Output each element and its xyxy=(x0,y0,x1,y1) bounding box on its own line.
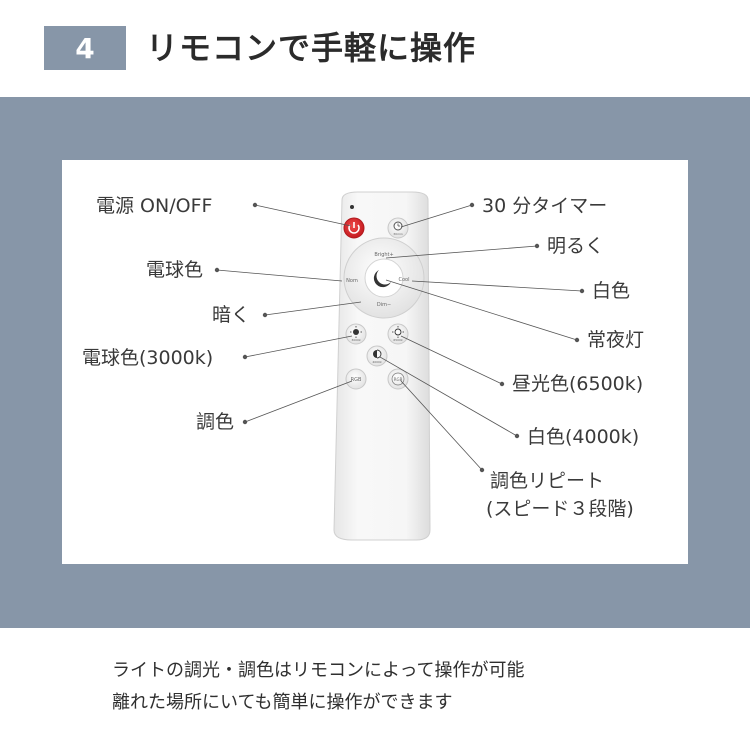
indicator-led xyxy=(350,205,354,209)
daylight-6500k-button[interactable]: 6500k xyxy=(387,323,409,345)
label-bright: 明るく xyxy=(547,235,605,257)
remote-panel: 30min Bright+ Dim− Nom Cool 3000k xyxy=(62,160,688,564)
label-night-light: 常夜灯 xyxy=(587,329,645,351)
label-white-4000k: 白色(4000k) xyxy=(527,426,640,448)
label-warm-3000k: 電球色(3000k) xyxy=(82,347,214,369)
label-timer: 30 分タイマー xyxy=(482,195,608,217)
bright-plus-label: Bright+ xyxy=(374,252,393,258)
dim-minus-label: Dim− xyxy=(377,302,391,308)
rgb-repeat-button[interactable]: RGB xyxy=(387,368,409,390)
svg-text:6500k: 6500k xyxy=(393,338,403,342)
leader-lines xyxy=(214,202,585,473)
svg-text:RGB: RGB xyxy=(394,377,403,382)
step-number-badge: 4 xyxy=(44,26,126,70)
label-daylight-6500k: 昼光色(6500k) xyxy=(512,373,644,395)
label-white: 白色 xyxy=(592,280,631,302)
sun-outline-icon xyxy=(394,328,402,336)
rgb-button[interactable]: RGB xyxy=(345,368,367,390)
brightness-dial[interactable]: Bright+ Dim− Nom Cool xyxy=(343,237,425,319)
label-dark: 暗く xyxy=(212,304,251,326)
label-repeat-line2: (スピード３段階) xyxy=(486,498,634,520)
label-warm-color: 電球色 xyxy=(146,259,204,281)
sun-icon xyxy=(353,329,359,335)
half-sun-icon xyxy=(373,350,377,358)
label-power: 電源 ON/OFF xyxy=(96,195,213,217)
moon-icon xyxy=(373,270,391,288)
svg-text:30min: 30min xyxy=(393,232,403,236)
caption-line-2: 離れた場所にいても簡単に操作ができます xyxy=(112,692,453,713)
svg-text:RGB: RGB xyxy=(351,377,362,383)
timer-button[interactable]: 30min xyxy=(387,217,409,239)
remote-illustration: 30min Bright+ Dim− Nom Cool 3000k xyxy=(214,191,585,541)
svg-text:4000k: 4000k xyxy=(372,360,382,364)
warm-3000k-button[interactable]: 3000k xyxy=(345,323,367,345)
clock-icon xyxy=(393,221,403,231)
white-4000k-button[interactable]: 4000k xyxy=(366,345,388,367)
caption-line-1: ライトの調光・調色はリモコンによって操作が可能 xyxy=(112,660,525,681)
label-repeat-line1: 調色リピート xyxy=(490,470,605,492)
night-light-button xyxy=(364,258,404,298)
warm-label: Nom xyxy=(346,278,358,284)
cool-label: Cool xyxy=(399,277,410,283)
svg-text:3000k: 3000k xyxy=(351,338,361,342)
power-icon xyxy=(348,224,360,234)
page-title: リモコンで手軽に操作 xyxy=(146,29,477,67)
label-color-adjust: 調色 xyxy=(196,411,235,433)
power-button[interactable] xyxy=(343,217,365,239)
repeat-icon xyxy=(391,372,405,386)
